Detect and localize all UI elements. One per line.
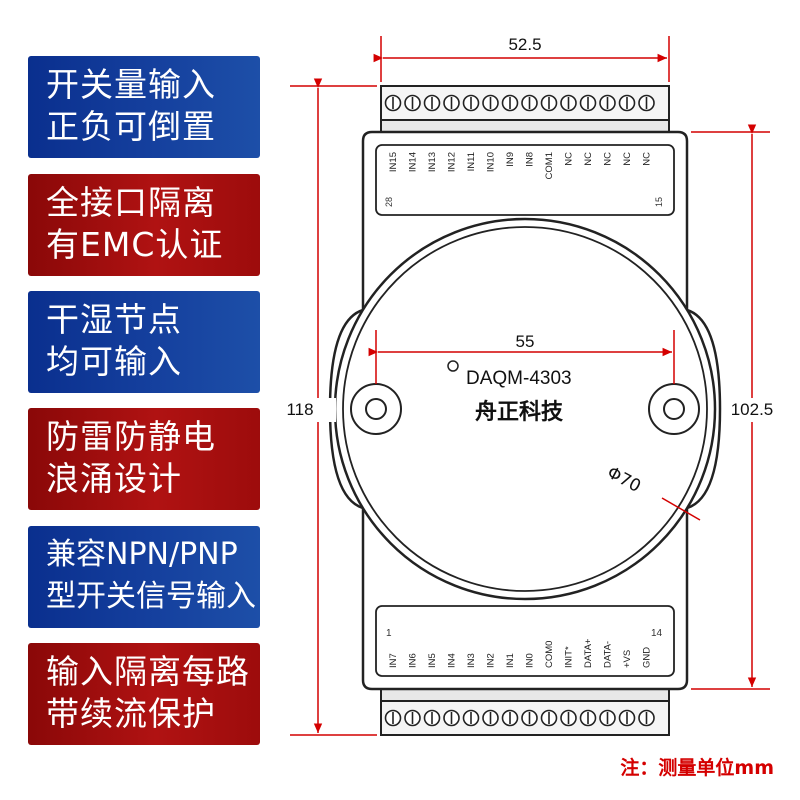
dimension-hole-spacing: 55 — [368, 330, 675, 384]
status-led-icon — [447, 360, 459, 372]
pin-label: COM1 — [544, 152, 555, 179]
pin-label: IN1 — [505, 653, 516, 668]
feature-text: 正负可倒置 — [46, 107, 216, 146]
pin-label: NC — [622, 152, 633, 166]
top-pin-last-number: 15 — [654, 197, 664, 207]
pin-label: IN14 — [408, 152, 419, 172]
feature-box-3: 干湿节点均可输入 — [28, 291, 260, 393]
feature-text: 浪涌设计 — [46, 459, 182, 498]
center-circle-inner — [342, 226, 708, 592]
feature-text: 带续流保护 — [46, 694, 216, 733]
pin-label: IN9 — [505, 152, 516, 167]
feature-text: 开关量输入 — [46, 65, 216, 104]
bottom-pin-last-number: 14 — [651, 628, 663, 639]
pin-label: IN3 — [466, 653, 477, 668]
dimension-height-left: 118 — [286, 78, 377, 736]
pin-label: IN13 — [427, 152, 438, 172]
dimension-width: 52.5 — [373, 35, 670, 82]
pin-label: NC — [564, 152, 575, 166]
top-screw-row — [384, 94, 655, 112]
pin-label: IN4 — [447, 653, 458, 668]
pin-label: NC — [583, 152, 594, 166]
dimension-height-right: 102.5 — [691, 124, 780, 690]
pin-label: DATA+ — [583, 638, 594, 668]
feature-text: 型开关信号输入 — [46, 579, 256, 614]
unit-note: 注：测量单位mm — [620, 757, 774, 779]
feature-text: 有EMC认证 — [46, 225, 224, 264]
pin-label: NC — [642, 152, 653, 166]
right-ear — [686, 308, 722, 510]
feature-text: 均可输入 — [46, 342, 182, 381]
left-mount-hole — [350, 383, 402, 435]
dimension-hole-spacing-label: 55 — [516, 332, 535, 351]
pin-label: IN5 — [427, 653, 438, 668]
pin-label: IN8 — [525, 152, 536, 167]
brand-label: 舟正科技 — [475, 399, 564, 425]
pin-label: IN7 — [388, 653, 399, 668]
model-label: DAQM-4303 — [466, 368, 572, 389]
feature-box-5: 兼容NPN/PNP 型开关信号输入 — [28, 526, 260, 628]
bottom-screw-row — [384, 709, 655, 727]
bottom-terminal-block — [380, 688, 670, 736]
top-pin-labels: IN15 IN14 IN13 IN12 IN11 IN10 IN9 IN8 COM1 NC NC NC… — [388, 152, 653, 180]
pin-label: IN11 — [466, 152, 477, 171]
feature-box-2: 全接口隔离有EMC认证 — [28, 174, 260, 276]
feature-text: 兼容NPN/PNP — [46, 537, 238, 572]
pin-label: DATA- — [603, 641, 614, 668]
bottom-label-panel — [375, 605, 675, 677]
pin-label: IN6 — [408, 653, 419, 668]
dimension-width-label: 52.5 — [508, 35, 541, 54]
dimension-height-left-label: 118 — [286, 400, 313, 419]
pin-label: IN15 — [388, 152, 399, 172]
feature-box-1: 开关量输入正负可倒置 — [28, 56, 260, 158]
dimension-height-right-label: 102.5 — [731, 400, 774, 419]
right-mount-hole — [648, 383, 700, 435]
top-pin-first-number: 28 — [384, 197, 394, 207]
top-terminal-block — [380, 85, 670, 133]
feature-box-4: 防雷防静电浪涌设计 — [28, 408, 260, 510]
pin-label: IN12 — [447, 152, 458, 172]
bottom-pin-first-number: 1 — [386, 628, 392, 639]
pin-label: IN2 — [486, 653, 497, 668]
bottom-pin-labels: IN7 IN6 IN5 IN4 IN3 IN2 IN1 IN0 COM0 INIT* DATA+ DA… — [388, 638, 653, 668]
pin-label: INIT* — [564, 646, 575, 668]
feature-text: 干湿节点 — [46, 300, 182, 339]
feature-text: 全接口隔离 — [46, 183, 216, 222]
feature-box-6: 输入隔离每路带续流保护 — [28, 643, 260, 745]
pin-label: COM0 — [544, 641, 555, 668]
pin-label: GND — [642, 647, 653, 668]
pin-label: IN10 — [486, 152, 497, 172]
pin-label: NC — [603, 152, 614, 166]
pin-label: +VS — [622, 650, 633, 668]
pin-label: IN0 — [525, 653, 536, 668]
feature-text: 防雷防静电 — [46, 417, 216, 456]
top-label-panel — [375, 144, 675, 216]
feature-text: 输入隔离每路 — [46, 652, 250, 691]
